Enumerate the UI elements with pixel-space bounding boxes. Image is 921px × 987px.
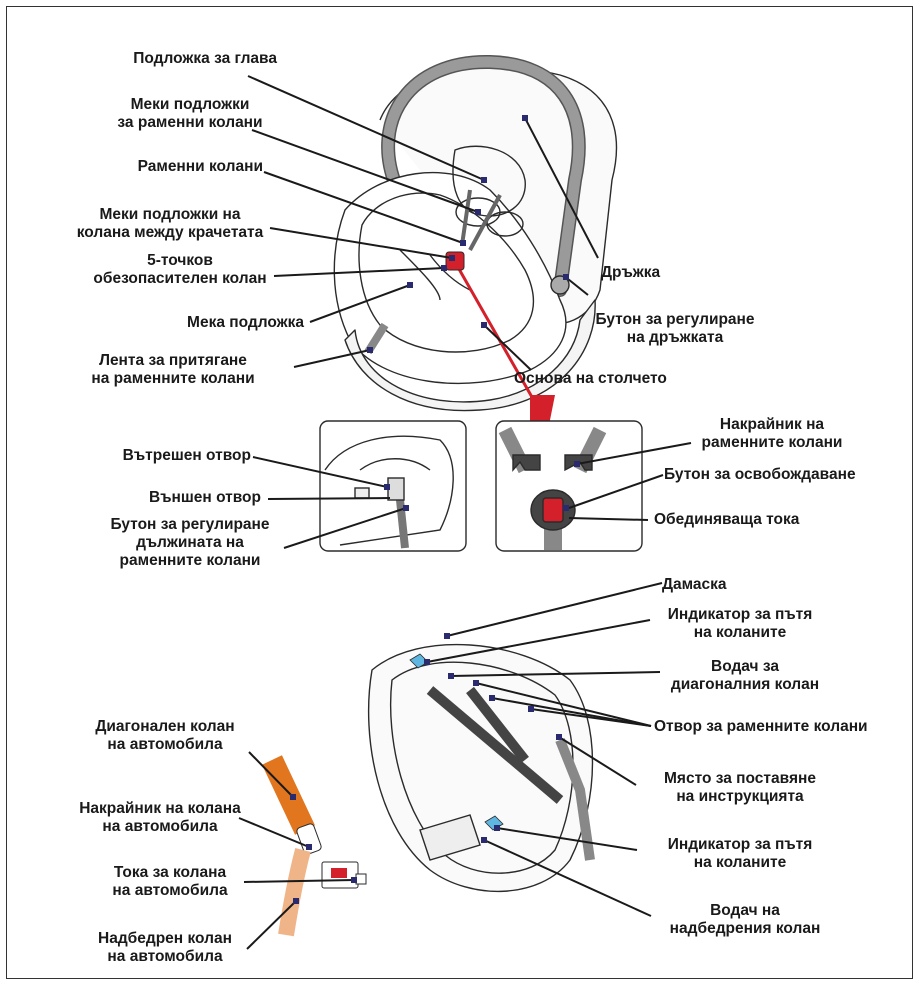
label-car-diagonal-belt: Диагонален колан на автомобила bbox=[75, 718, 255, 754]
label-buckle: Обединяваща тока bbox=[654, 511, 799, 529]
label-outer-slot: Външен отвор bbox=[149, 489, 261, 507]
car-belt-illustration bbox=[272, 760, 366, 935]
label-manual-storage: Място за поставяне на инструкцията bbox=[640, 770, 840, 806]
label-belt-path-indicator-bottom: Индикатор за пътя на коланите bbox=[640, 836, 840, 872]
label-seat-base: Основа на столчето bbox=[514, 370, 667, 388]
label-head-pad: Подложка за глава bbox=[133, 50, 277, 68]
label-car-lap-belt: Надбедрен колан на автомобила bbox=[75, 930, 255, 966]
label-shoulder-pads: Меки подложки за раменни колани bbox=[105, 96, 275, 132]
label-car-belt-tongue: Накрайник на колана на автомобила bbox=[70, 800, 250, 836]
label-harness-adjust-button: Бутон за регулиране дължината на раменни… bbox=[90, 516, 290, 570]
label-harness-pull-strap: Лента за притягане на раменните колани bbox=[68, 352, 278, 388]
label-release-button: Бутон за освобождаване bbox=[664, 466, 856, 484]
label-harness-tongue: Накрайник на раменните колани bbox=[672, 416, 872, 452]
inset-adjust-panel bbox=[320, 421, 466, 551]
label-handle: Дръжка bbox=[601, 264, 660, 282]
car-seat-illustration bbox=[334, 62, 616, 411]
seat-underside-illustration bbox=[369, 645, 593, 892]
label-lap-belt-guide: Водач на надбедрения колан bbox=[650, 902, 840, 938]
label-soft-pad: Мека подложка bbox=[187, 314, 304, 332]
label-shoulder-belt-slot: Отвор за раменните колани bbox=[654, 718, 868, 736]
label-crotch-pad: Меки подложки на колана между крачетата bbox=[60, 206, 280, 242]
label-five-point-harness: 5-точков обезопасителен колан bbox=[70, 252, 290, 288]
label-shoulder-belts: Раменни колани bbox=[138, 158, 263, 176]
label-shell: Дамаска bbox=[662, 576, 727, 594]
inset-buckle-panel bbox=[496, 421, 642, 551]
label-belt-path-indicator-top: Индикатор за пътя на коланите bbox=[640, 606, 840, 642]
label-handle-adjust-button: Бутон за регулиране на дръжката bbox=[580, 311, 770, 347]
label-diagonal-belt-guide: Водач за диагоналния колан bbox=[650, 658, 840, 694]
label-inner-slot: Вътрешен отвор bbox=[123, 447, 251, 465]
label-car-belt-buckle: Тока за колана на автомобила bbox=[80, 864, 260, 900]
